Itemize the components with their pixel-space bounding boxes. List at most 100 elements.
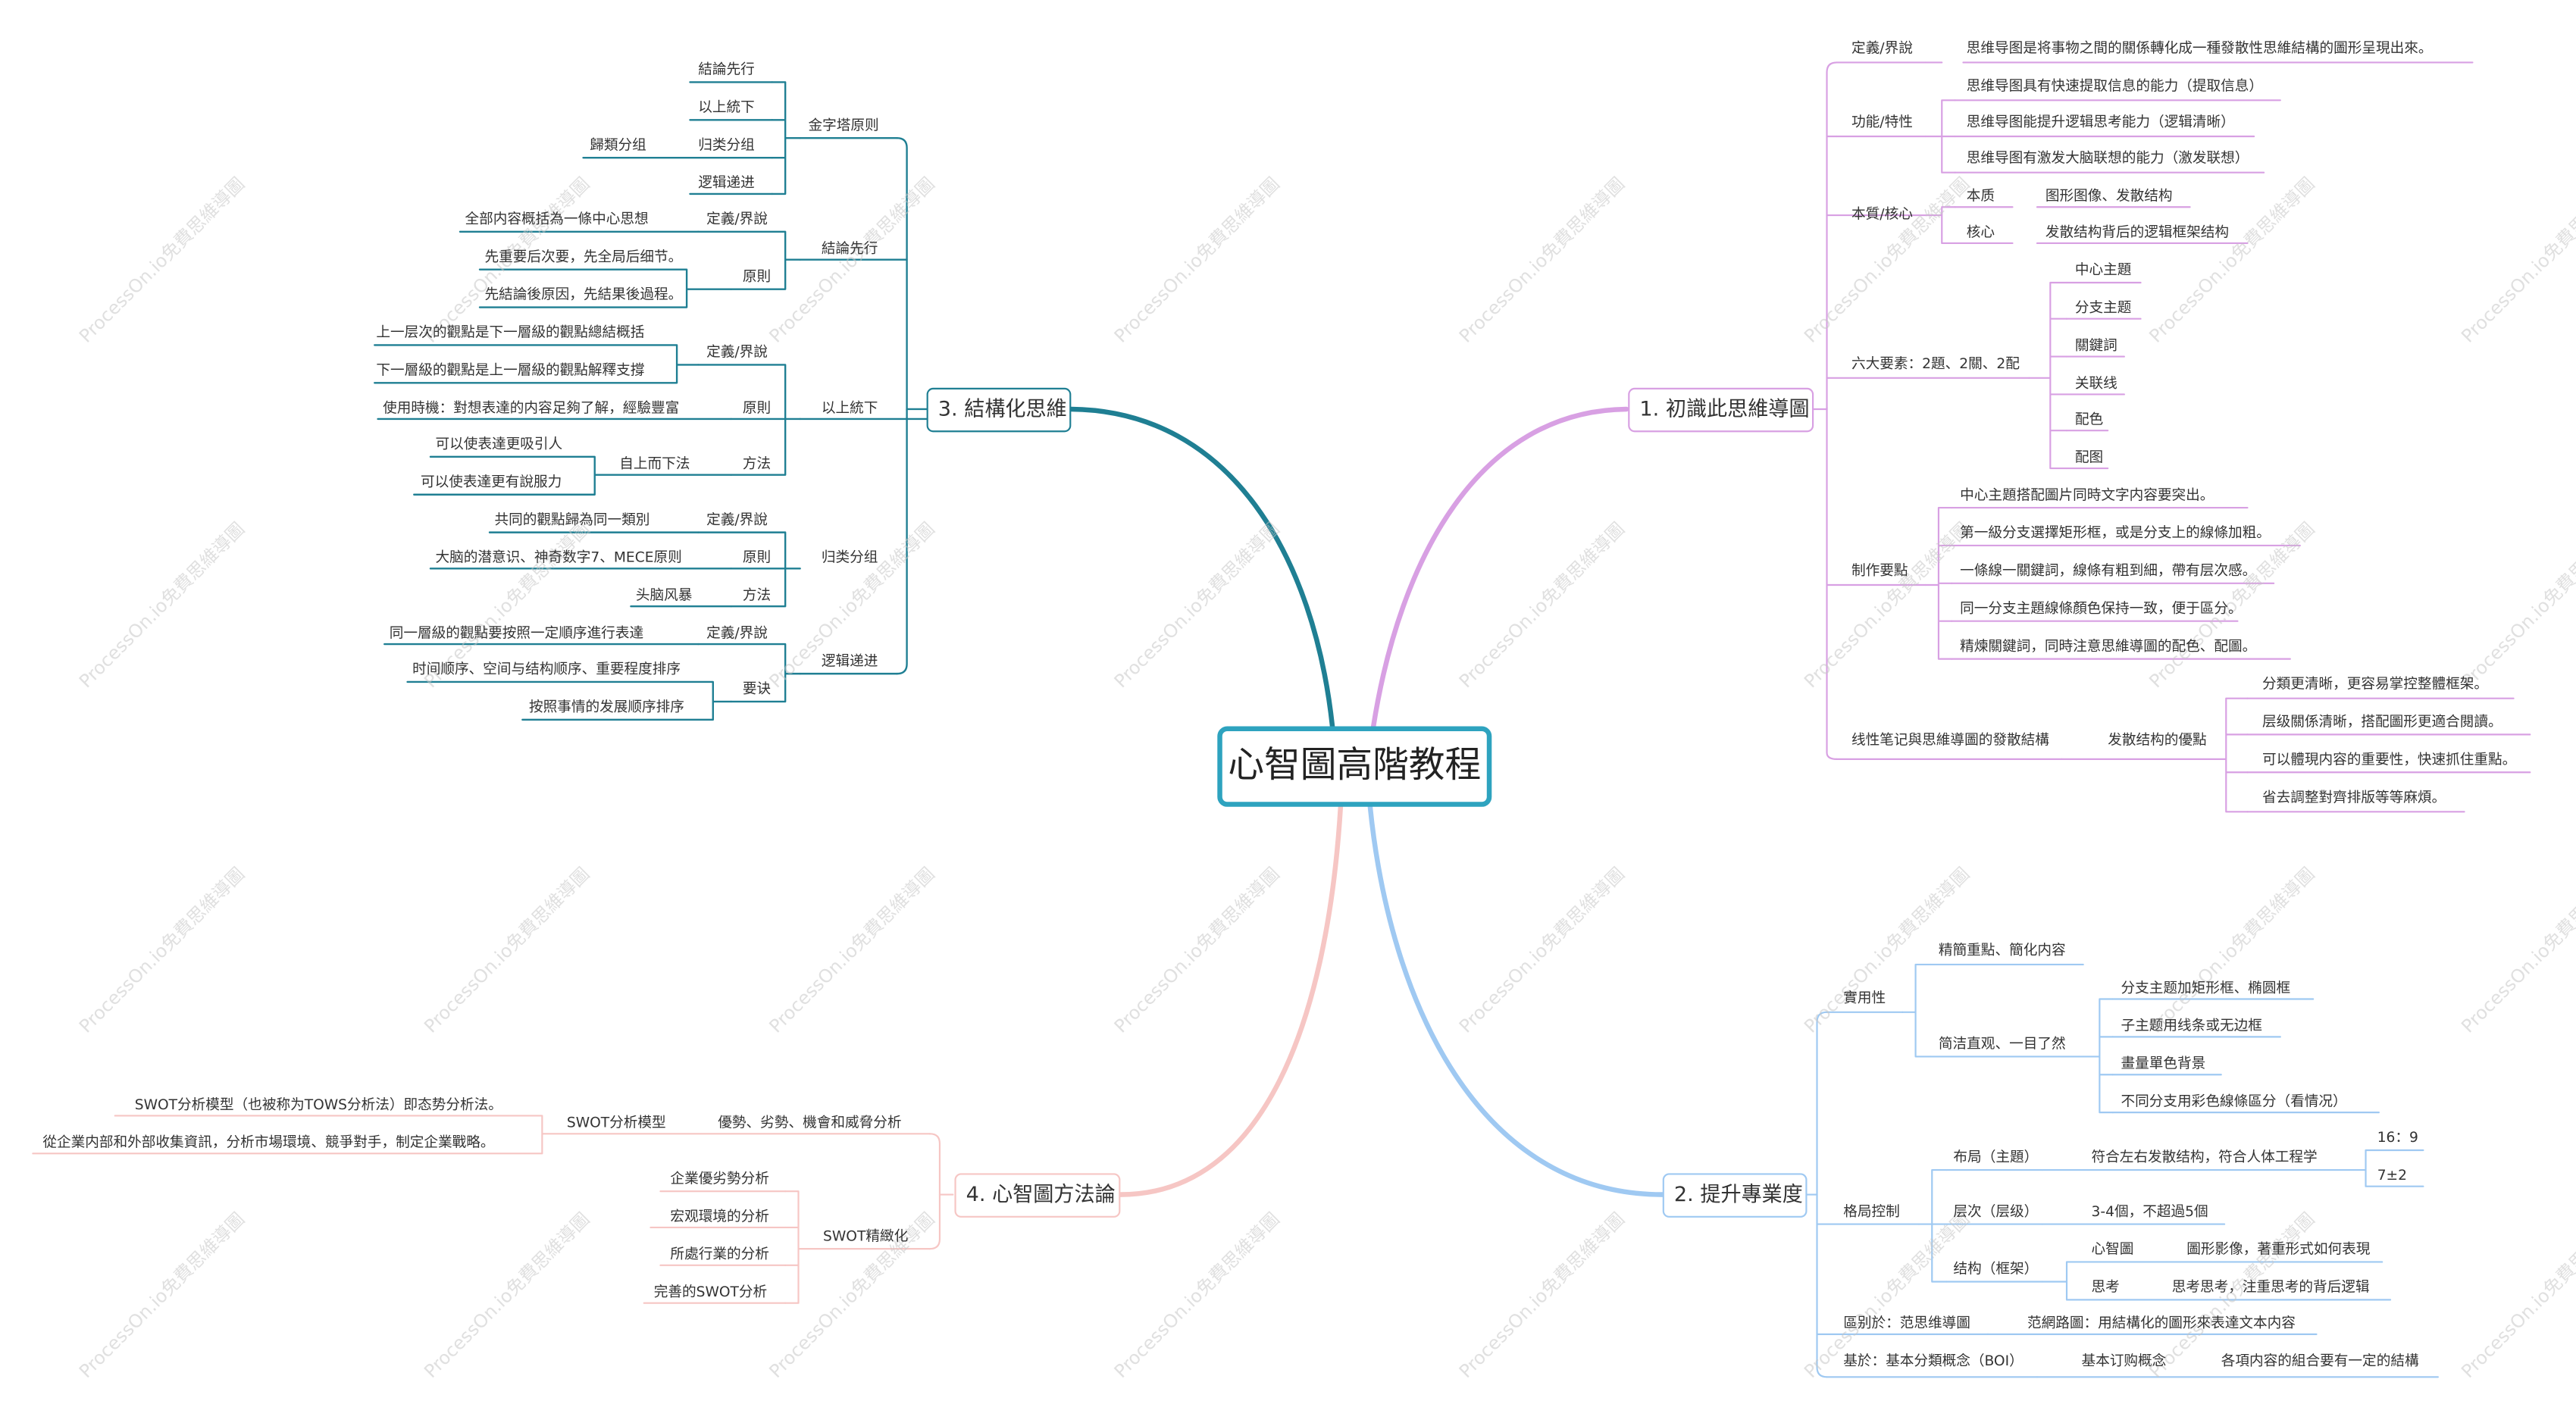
b2-practical-label[interactable]: 實用性: [1843, 990, 1886, 1008]
b1-func-item[interactable]: 思维导图能提升逻辑思考能力（逻辑清晰）: [1966, 114, 2235, 132]
b1-make-item[interactable]: 一條線一關鍵詞，線條有粗到細，帶有层次感。: [1960, 563, 2257, 580]
b1-def-text[interactable]: 思维导图是将事物之間的關係轉化成一種發散性思維結構的圖形呈現出來。: [1966, 41, 2433, 58]
b3-pyramid-label[interactable]: 金字塔原则: [808, 118, 879, 135]
b4-refine-item[interactable]: 企業優劣勢分析: [670, 1171, 769, 1188]
b2-layout-ratio[interactable]: 16：9: [2377, 1130, 2418, 1147]
b1-compare-item[interactable]: 层级關係清晰，搭配圖形更適合閱讀。: [2261, 715, 2502, 732]
b3-conclusion-deftext[interactable]: 全部内容概括為一條中心思想: [465, 211, 649, 229]
b1-essence-key[interactable]: 核心: [1966, 225, 1995, 242]
b3-pyramid-item[interactable]: 归类分组: [698, 138, 755, 155]
b1-make-item[interactable]: 第一級分支選擇矩形框，或是分支上的線條加粗。: [1960, 525, 2271, 543]
b1-make-item[interactable]: 中心主題搭配圖片同時文字内容要突出。: [1960, 488, 2214, 505]
b3-topdown-method-item[interactable]: 可以使表達更有說服力: [420, 474, 562, 492]
b1-compare-sub[interactable]: 发散结构的優點: [2108, 733, 2207, 749]
b2-layout-level[interactable]: 层次（层级）: [1953, 1204, 2039, 1221]
b3-conclusion-rule-item[interactable]: 先重要后次要，先全局后细节。: [484, 249, 683, 267]
b3-logic-label[interactable]: 逻辑递进: [821, 654, 878, 671]
b3-topdown-method[interactable]: 方法: [742, 456, 772, 474]
b3-logic-key[interactable]: 要诀: [742, 681, 772, 699]
b2-diff-desc[interactable]: 范網路圖：用結構化的圖形來表達文本内容: [2027, 1316, 2296, 1333]
branch-2-topic[interactable]: 2. 提升專業度: [1662, 1173, 1808, 1218]
b2-diff-label[interactable]: 區别於：范思维導圖: [1843, 1316, 1970, 1333]
b4-swot-label[interactable]: 優勢、劣勢、機會和威脅分析: [718, 1115, 902, 1133]
b1-func-item[interactable]: 思维导图具有快速提取信息的能力（提取信息）: [1966, 79, 2264, 95]
b2-layout-think[interactable]: 思考: [2091, 1280, 2120, 1297]
branch-1-topic[interactable]: 1. 初識此思維導圖: [1628, 387, 1814, 433]
b1-six-item[interactable]: 配图: [2074, 450, 2104, 467]
b3-pyramid-extra[interactable]: 歸類分组: [590, 138, 646, 155]
b3-group-method[interactable]: 方法: [742, 588, 772, 605]
b1-compare-item[interactable]: 可以體現内容的重要性，快速抓住重點。: [2261, 752, 2517, 769]
b3-topdown-rule[interactable]: 原則: [742, 401, 772, 418]
b3-conclusion-rule-item[interactable]: 先結論後原因，先結果後過程。: [484, 287, 683, 305]
b2-layout-leveldesc[interactable]: 3-4個，不超過5個: [2091, 1204, 2208, 1221]
b3-group-methodtext[interactable]: 头脑风暴: [635, 588, 693, 605]
b3-logic-def[interactable]: 定義/界說: [706, 626, 768, 643]
b1-make-item[interactable]: 精煉關鍵詞，同時注意思維導圖的配色、配圖。: [1960, 639, 2257, 656]
root-topic[interactable]: 心智圖高階教程: [1217, 726, 1492, 807]
b2-layout-ratio[interactable]: 7±2: [2377, 1168, 2408, 1185]
b1-essence-value[interactable]: 图形图像、发散结构: [2045, 189, 2173, 206]
b3-conclusion-rule[interactable]: 原則: [742, 269, 772, 286]
b3-topdown-def[interactable]: 定義/界說: [706, 345, 768, 362]
b3-group-label[interactable]: 归类分组: [821, 550, 878, 568]
b3-topdown-label[interactable]: 以上統下: [821, 401, 878, 418]
b2-base-desc[interactable]: 各項内容的組合要有一定的結構: [2221, 1353, 2419, 1371]
b4-refine-label[interactable]: SWOT精緻化: [823, 1229, 909, 1246]
b4-refine-item[interactable]: 完善的SWOT分析: [653, 1284, 768, 1302]
b3-logic-deftext[interactable]: 同一層級的觀點要按照一定順序進行表達: [389, 626, 644, 643]
b1-essence-value[interactable]: 发散结构背后的逻辑框架结构: [2045, 225, 2230, 242]
b3-pyramid-item[interactable]: 逻辑递进: [698, 176, 755, 192]
b3-group-ruletext[interactable]: 大脑的潜意识、神奇数字7、MECE原则: [435, 550, 682, 568]
b1-six-item[interactable]: 配色: [2074, 412, 2104, 430]
b1-six-label[interactable]: 六大要素：2題、2關、2配: [1851, 356, 2020, 374]
b1-essence-label[interactable]: 本質/核心: [1851, 207, 1913, 224]
b1-make-item[interactable]: 同一分支主題線條顏色保持一致，便于區分。: [1960, 601, 2243, 618]
b3-topdown-method-item[interactable]: 可以使表達更吸引人: [435, 436, 563, 454]
b2-layout-label[interactable]: 格局控制: [1843, 1204, 1900, 1221]
branch-3-topic[interactable]: 3. 結構化思維: [926, 387, 1072, 433]
b2-layout-laydesc[interactable]: 符合左右发散结构，符合人体工程学: [2091, 1150, 2318, 1167]
b3-topdown-def-item[interactable]: 下一層級的觀點是上一層級的觀點解釋支撐: [376, 363, 645, 380]
b3-logic-key-item[interactable]: 按照事情的发展顺序排序: [529, 699, 684, 717]
b2-practical-a[interactable]: 精簡重點、簡化内容: [1938, 943, 2066, 960]
b4-swot-line[interactable]: 從企業内部和外部收集資訊，分析市場環境、競爭對手，制定企業戰略。: [42, 1135, 495, 1152]
b3-conclusion-label[interactable]: 結論先行: [821, 241, 878, 258]
b3-topdown-methodsub[interactable]: 自上而下法: [619, 456, 690, 474]
b2-practical-item[interactable]: 不同分支用彩色線條區分（看情况）: [2121, 1094, 2347, 1111]
b2-layout-mm[interactable]: 心智圖: [2091, 1242, 2134, 1259]
b4-swot-model[interactable]: SWOT分析模型: [566, 1115, 666, 1133]
b2-practical-item[interactable]: 分支主题加矩形框、椭圆框: [2121, 980, 2291, 998]
b3-group-rule[interactable]: 原則: [742, 550, 772, 568]
b1-six-item[interactable]: 中心主題: [2074, 262, 2132, 280]
b1-compare-label[interactable]: 线性笔记與思維導圖的發散結構: [1851, 733, 2049, 749]
branch-4-topic[interactable]: 4. 心智圖方法論: [954, 1173, 1121, 1218]
b2-practical-item[interactable]: 子主题用线条或无边框: [2121, 1018, 2262, 1036]
b4-refine-item[interactable]: 宏观環境的分析: [670, 1209, 769, 1226]
b2-layout-lay[interactable]: 布局（主題）: [1953, 1150, 2039, 1167]
b3-topdown-def-item[interactable]: 上一层次的觀點是下一層級的觀點總結概括: [376, 325, 645, 342]
b1-make-label[interactable]: 制作要點: [1851, 563, 1908, 580]
b1-func-item[interactable]: 思维导图有激发大脑联想的能力（激发联想）: [1966, 151, 2249, 168]
b3-conclusion-def[interactable]: 定義/界說: [706, 211, 768, 229]
b4-refine-item[interactable]: 所處行業的分析: [670, 1246, 769, 1264]
b1-six-item[interactable]: 分支主题: [2074, 300, 2132, 317]
b2-layout-thinkdesc[interactable]: 思考思考，注重思考的背后逻辑: [2171, 1280, 2370, 1297]
b2-base-label[interactable]: 基於：基本分類概念（BOI）: [1843, 1353, 2024, 1371]
b2-layout-mmdesc[interactable]: 圖形影像，著重形式如何表現: [2186, 1242, 2371, 1259]
b3-pyramid-item[interactable]: 以上統下: [698, 100, 755, 117]
b4-swot-line[interactable]: SWOT分析模型（也被称为TOWS分析法）即态势分析法。: [134, 1097, 502, 1115]
b2-base-mid[interactable]: 基本订购概念: [2081, 1353, 2167, 1371]
b2-practical-b[interactable]: 简洁直观、一目了然: [1938, 1037, 2066, 1054]
b1-compare-item[interactable]: 分類更清晰，更容易掌控整體框架。: [2261, 677, 2489, 694]
b2-practical-item[interactable]: 畫量單色背景: [2121, 1056, 2206, 1074]
b1-essence-key[interactable]: 本质: [1966, 189, 1995, 206]
b3-group-deftext[interactable]: 共同的觀點歸為同一類別: [494, 512, 650, 530]
b1-compare-item[interactable]: 省去調整對齊排版等等麻煩。: [2261, 790, 2446, 807]
b3-pyramid-item[interactable]: 結論先行: [698, 62, 755, 80]
b3-topdown-ruletext[interactable]: 使用時機：對想表達的内容足夠了解，經驗豐富: [383, 401, 680, 418]
b1-def-label[interactable]: 定義/界說: [1851, 41, 1913, 58]
b3-group-def[interactable]: 定義/界說: [706, 512, 768, 530]
b3-logic-key-item[interactable]: 时间顺序、空间与结构顺序、重要程度排序: [412, 661, 681, 679]
b2-layout-struct[interactable]: 结构（框架）: [1953, 1262, 2039, 1279]
